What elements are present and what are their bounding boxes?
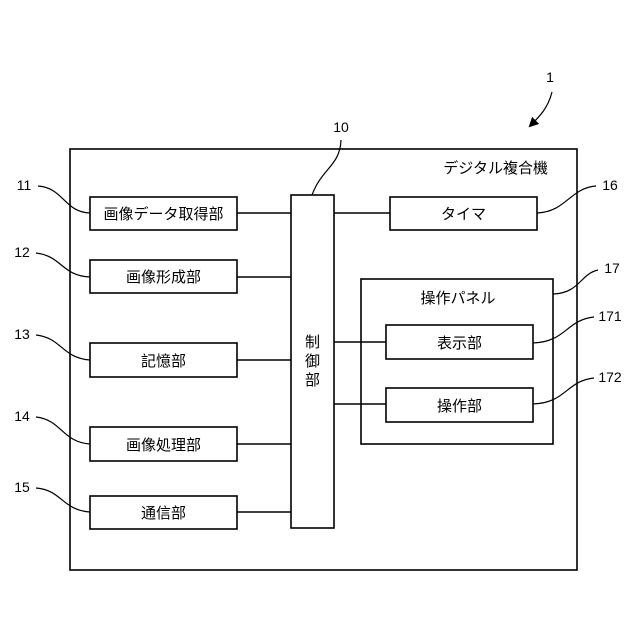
ref-number-13: 13 — [14, 326, 30, 342]
device-ref-number: 1 — [546, 69, 554, 85]
communication-label: 通信部 — [141, 504, 186, 522]
timer-label: タイマ — [441, 205, 486, 223]
operation-panel-title: 操作パネル — [420, 289, 495, 307]
device-title: デジタル複合機 — [443, 159, 548, 177]
image-forming-label: 画像形成部 — [126, 268, 201, 286]
controller-ref-number: 10 — [333, 119, 349, 135]
ref-number-172: 172 — [598, 369, 622, 385]
ref-number-16: 16 — [602, 177, 618, 193]
operation-label: 操作部 — [437, 397, 482, 415]
ref-number-14: 14 — [14, 408, 30, 424]
ref-number-171: 171 — [598, 308, 622, 324]
ref-number-11: 11 — [17, 177, 32, 193]
ref-number-15: 15 — [14, 479, 30, 495]
display-label: 表示部 — [437, 334, 482, 352]
controller-label-char-2: 御 — [305, 352, 320, 370]
ref-number-17: 17 — [604, 260, 620, 276]
image-processing-label: 画像処理部 — [126, 436, 201, 454]
controller-label-char-1: 制 — [305, 333, 320, 351]
image-data-acquisition-label: 画像データ取得部 — [103, 205, 223, 223]
ref-number-12: 12 — [14, 244, 30, 260]
controller-label-char-3: 部 — [305, 371, 320, 389]
device-ref-arrow — [530, 92, 552, 126]
storage-label: 記憶部 — [141, 352, 186, 370]
